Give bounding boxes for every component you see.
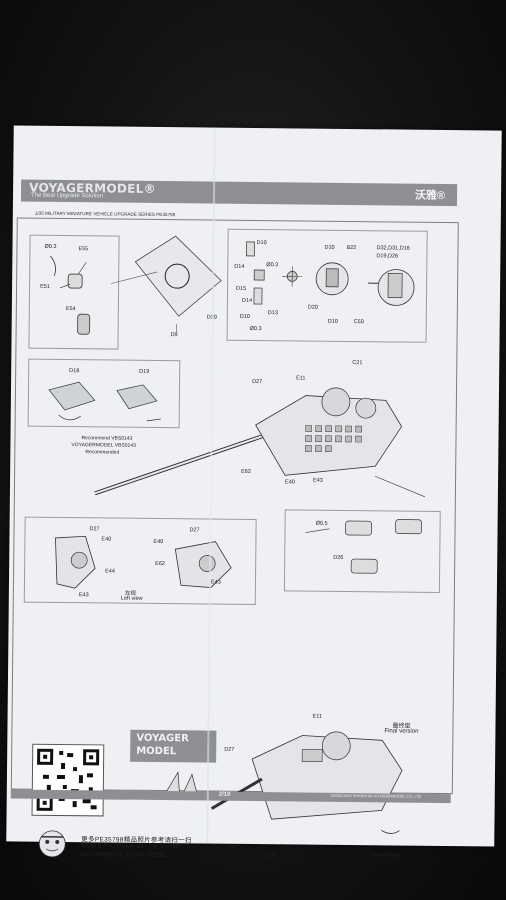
part-label: E40 <box>153 538 164 546</box>
recommend-text: Recommended <box>85 449 120 456</box>
hatch-assembly-drawing <box>246 241 415 306</box>
part-label: D20 <box>206 314 217 321</box>
part-label: E62 <box>241 468 251 475</box>
part-label: E44 <box>105 568 115 575</box>
part-drawing <box>50 255 91 335</box>
final-version-panel: E11 D27 E62 E40 最终型 Final version Scratc… <box>210 709 443 871</box>
recommend-text: Recommend VBS0143 <box>81 435 133 442</box>
copyright: ©2003-2015 SHANGHAI VOYAGERMODEL CO.,LTD <box>330 793 422 799</box>
recommend-text: VOYAGERMODEL VBS0143 <box>71 442 136 449</box>
turret-assembly: C21 D27 E11 E62 E40 E43 <box>94 355 447 505</box>
left-view-caption: Left view <box>120 595 143 602</box>
instruction-sheet: VOYAGERMODEL® The Best Upgrade Solution … <box>6 125 502 859</box>
part-label: E11 <box>312 713 323 720</box>
part-label: D27 <box>224 746 235 753</box>
tagline: The Best Upgrade Solution <box>30 192 104 200</box>
step-panel-2: D9 D20 <box>111 232 225 351</box>
part-label: E40 <box>265 853 275 860</box>
detail-panel: Ø0.5 D26 <box>283 509 441 593</box>
left-view-drawing <box>55 535 232 589</box>
part-label: D27 <box>252 378 263 386</box>
chinese-logo: 沃雅® <box>414 189 446 202</box>
scratch-build-label: Scratch build <box>371 852 401 859</box>
logo-line-2: MODEL <box>136 745 177 758</box>
part-label: E43 <box>313 477 323 484</box>
part-label: E62 <box>227 844 238 851</box>
voyager-model-logo: VOYAGER MODEL <box>130 729 217 763</box>
promo-text-line1: MORE PICTUER OF PE 35798 <box>81 842 180 851</box>
part-label: D27 <box>189 527 200 534</box>
part-label: E40 <box>285 479 295 486</box>
step-panel-4: D18 D19 <box>27 358 181 429</box>
promo-text-line2: REFERENCE SCAN HERE <box>81 851 167 860</box>
part-label: E11 <box>296 375 306 382</box>
plate-parts-drawing <box>48 381 161 422</box>
left-view-panel: D27 E40 E44 E43 E40 D27 E62 E43 左视 Left … <box>23 516 257 606</box>
detail-drawing <box>305 519 422 574</box>
qr-code[interactable] <box>31 743 105 817</box>
part-label: D26 <box>333 554 344 561</box>
part-label: E40 <box>101 536 112 543</box>
instruction-frame: Ø0.3 E55 E51 E54 D9 D20 <box>10 217 459 859</box>
turret-drawing <box>94 387 426 498</box>
part-label: D9 <box>170 332 178 339</box>
logo-line-1: VOYAGER <box>136 732 189 745</box>
part-label: D27 <box>89 526 100 533</box>
series-subtitle: 1/35 MILITARY MINIATURE VEHICLE UPGRADE … <box>34 210 176 218</box>
page-number: 2/10 <box>218 791 231 798</box>
plate-drawing <box>111 235 222 333</box>
final-caption: Final version <box>384 728 419 735</box>
part-label: E43 <box>210 579 221 586</box>
part-label: C21 <box>352 360 363 367</box>
part-label: Ø0.5 <box>315 520 328 527</box>
part-label: E43 <box>78 592 89 599</box>
qr-pattern <box>36 748 100 811</box>
step-panel-1: Ø0.3 E55 E51 E54 <box>28 234 120 350</box>
step-panel-3: D10 Ø0.3 D14 D15 D14 D10 D13 Ø0.3 D10 D2… <box>226 228 428 343</box>
part-label: E62 <box>155 560 166 568</box>
mascot-icon <box>38 830 66 858</box>
header-bar: VOYAGERMODEL® The Best Upgrade Solution … <box>20 179 458 207</box>
